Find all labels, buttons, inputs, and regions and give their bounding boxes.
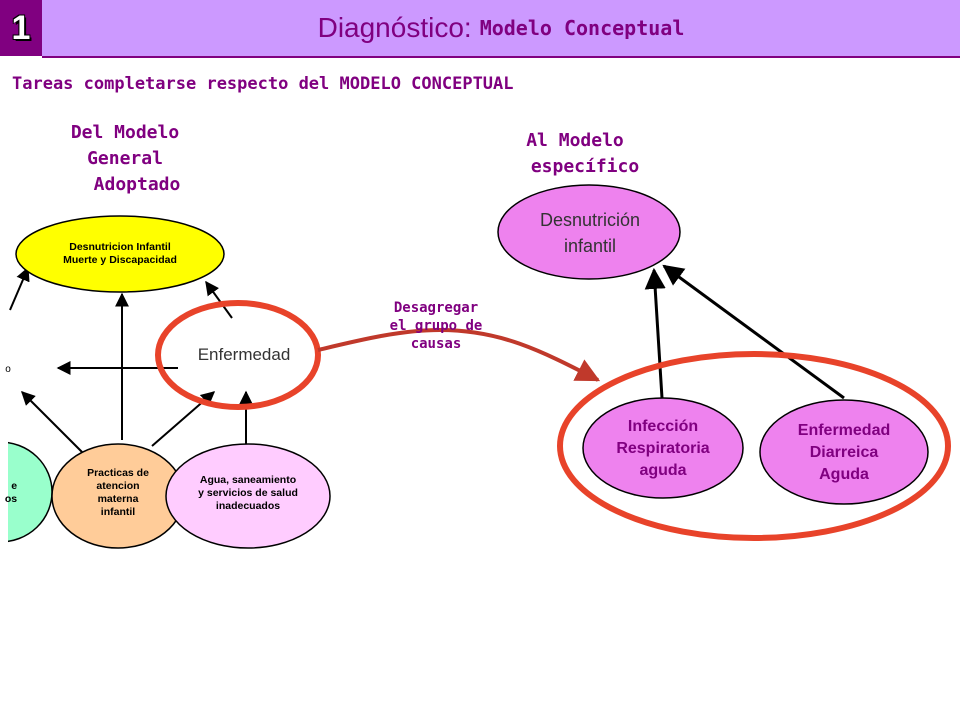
slide-header: Diagnóstico: Modelo Conceptual bbox=[42, 0, 960, 58]
arrow-left-outer bbox=[9, 266, 30, 311]
arrow-enfermedad-top bbox=[205, 280, 233, 319]
right-column-title: Al Modelo específico bbox=[500, 128, 670, 180]
node-desnutricion-general bbox=[15, 215, 225, 293]
label-partial-mid: o bbox=[5, 363, 11, 375]
label-line: Aguda bbox=[819, 466, 869, 483]
label-line: infantil bbox=[563, 236, 616, 256]
label-line: atencion bbox=[96, 480, 140, 492]
label-line: el grupo de bbox=[389, 318, 483, 334]
label-line: inadecuados bbox=[215, 499, 281, 512]
node-diarreica bbox=[759, 399, 929, 505]
label-line: y servicios de salud bbox=[198, 486, 298, 499]
label-line: causas bbox=[410, 336, 462, 352]
slide-number-badge: 1 bbox=[0, 0, 42, 56]
label-desnutricion-especifico: Desnutrición infantil bbox=[510, 204, 670, 262]
right-title-line: específico bbox=[530, 156, 640, 177]
label-line: Practicas de bbox=[87, 467, 149, 479]
connector-desagregar bbox=[317, 327, 601, 382]
label-line: infantil bbox=[100, 506, 136, 518]
label-diarreica: Enfermedad Diarreica Aguda bbox=[770, 418, 918, 488]
label-infeccion: Infección Respiratoria aguda bbox=[590, 414, 736, 484]
arrow-practicas-left bbox=[21, 391, 83, 453]
label-line: Desnutrición bbox=[539, 210, 641, 230]
arrow-infeccion-desnutricion bbox=[644, 267, 666, 399]
label-agua: Agua, saneamiento y servicios de salud i… bbox=[180, 470, 316, 516]
arrow-diarreica-desnutricion bbox=[662, 264, 845, 400]
label-desnutricion-general: Desnutricion Infantil Muerte y Discapaci… bbox=[40, 234, 200, 274]
label-line: Respiratoria bbox=[616, 440, 710, 457]
label-desagregar: Desagregar el grupo de causas bbox=[366, 296, 506, 356]
left-column-title: Del Modelo General Adoptado bbox=[40, 120, 210, 198]
node-infeccion bbox=[582, 397, 744, 499]
label-partial-left: e os bbox=[0, 478, 22, 508]
node-desnutricion-especifico bbox=[497, 184, 681, 280]
label-enfermedad: Enfermedad bbox=[197, 345, 291, 364]
left-title-line: Del Modelo bbox=[70, 122, 180, 143]
label-line: Desnutricion Infantil bbox=[69, 241, 171, 253]
label-line: Muerte y Discapacidad bbox=[63, 254, 177, 266]
slide-title-sub: Modelo Conceptual bbox=[479, 16, 685, 40]
highlight-enfermedad bbox=[155, 300, 321, 410]
label-line: Infección bbox=[627, 418, 699, 435]
label-line: e bbox=[11, 480, 18, 492]
label-line: Desagregar bbox=[393, 300, 479, 316]
label-line: aguda bbox=[639, 462, 687, 479]
label-line: os bbox=[4, 493, 18, 505]
label-practicas: Practicas de atencion materna infantil bbox=[66, 462, 170, 524]
slide-subtitle: Tareas completarse respecto del MODELO C… bbox=[12, 74, 514, 94]
label-line: Diarreica bbox=[809, 444, 879, 461]
label-line: materna bbox=[97, 493, 139, 505]
label-line: Enfermedad bbox=[797, 422, 891, 439]
slide-title: Diagnóstico: bbox=[317, 12, 472, 43]
label-line: Agua, saneamiento bbox=[199, 473, 297, 486]
node-agua bbox=[165, 443, 331, 549]
right-title-line: Al Modelo bbox=[526, 130, 624, 151]
left-title-line: Adoptado bbox=[93, 174, 181, 195]
left-title-line: General bbox=[87, 148, 163, 169]
highlight-specific-causes bbox=[557, 351, 951, 541]
